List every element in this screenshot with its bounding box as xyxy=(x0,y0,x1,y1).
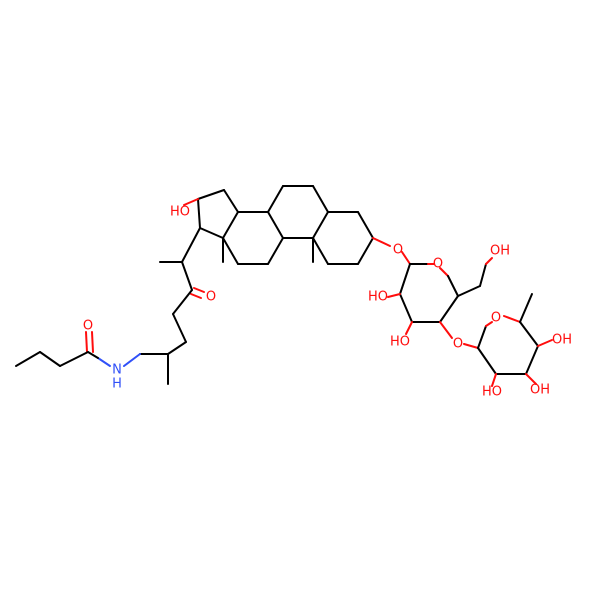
glycosidic-oxygen-steroid-label: O xyxy=(393,243,403,258)
sugar2-c3-hydroxyl-label: OH xyxy=(530,383,550,398)
amide-oxygen-label: O xyxy=(83,319,93,334)
primary-hydroxyl-label: OH xyxy=(490,244,510,259)
amide-hydrogen-label: H xyxy=(112,377,122,392)
atom-labels: HO O O O OH HO HO O O OH HO OH O N H xyxy=(83,205,572,400)
sugar2-c4-hydroxyl-label: OH xyxy=(552,333,572,348)
bond-lines xyxy=(15,185,553,387)
oh-ring-d-label: HO xyxy=(170,205,190,220)
ketone-oxygen-label: O xyxy=(206,290,216,305)
sugar2-c2-hydroxyl-label: HO xyxy=(482,385,502,400)
sugar1-c3-hydroxyl-label: HO xyxy=(390,335,410,350)
amide-nitrogen-label: N xyxy=(112,363,122,378)
glycosidic-oxygen-sugars-label: O xyxy=(453,337,463,352)
sugar2-ring-oxygen-label: O xyxy=(491,311,501,326)
sugar1-c2-hydroxyl-label: HO xyxy=(368,290,388,305)
sugar1-ring-oxygen-label: O xyxy=(433,257,443,272)
